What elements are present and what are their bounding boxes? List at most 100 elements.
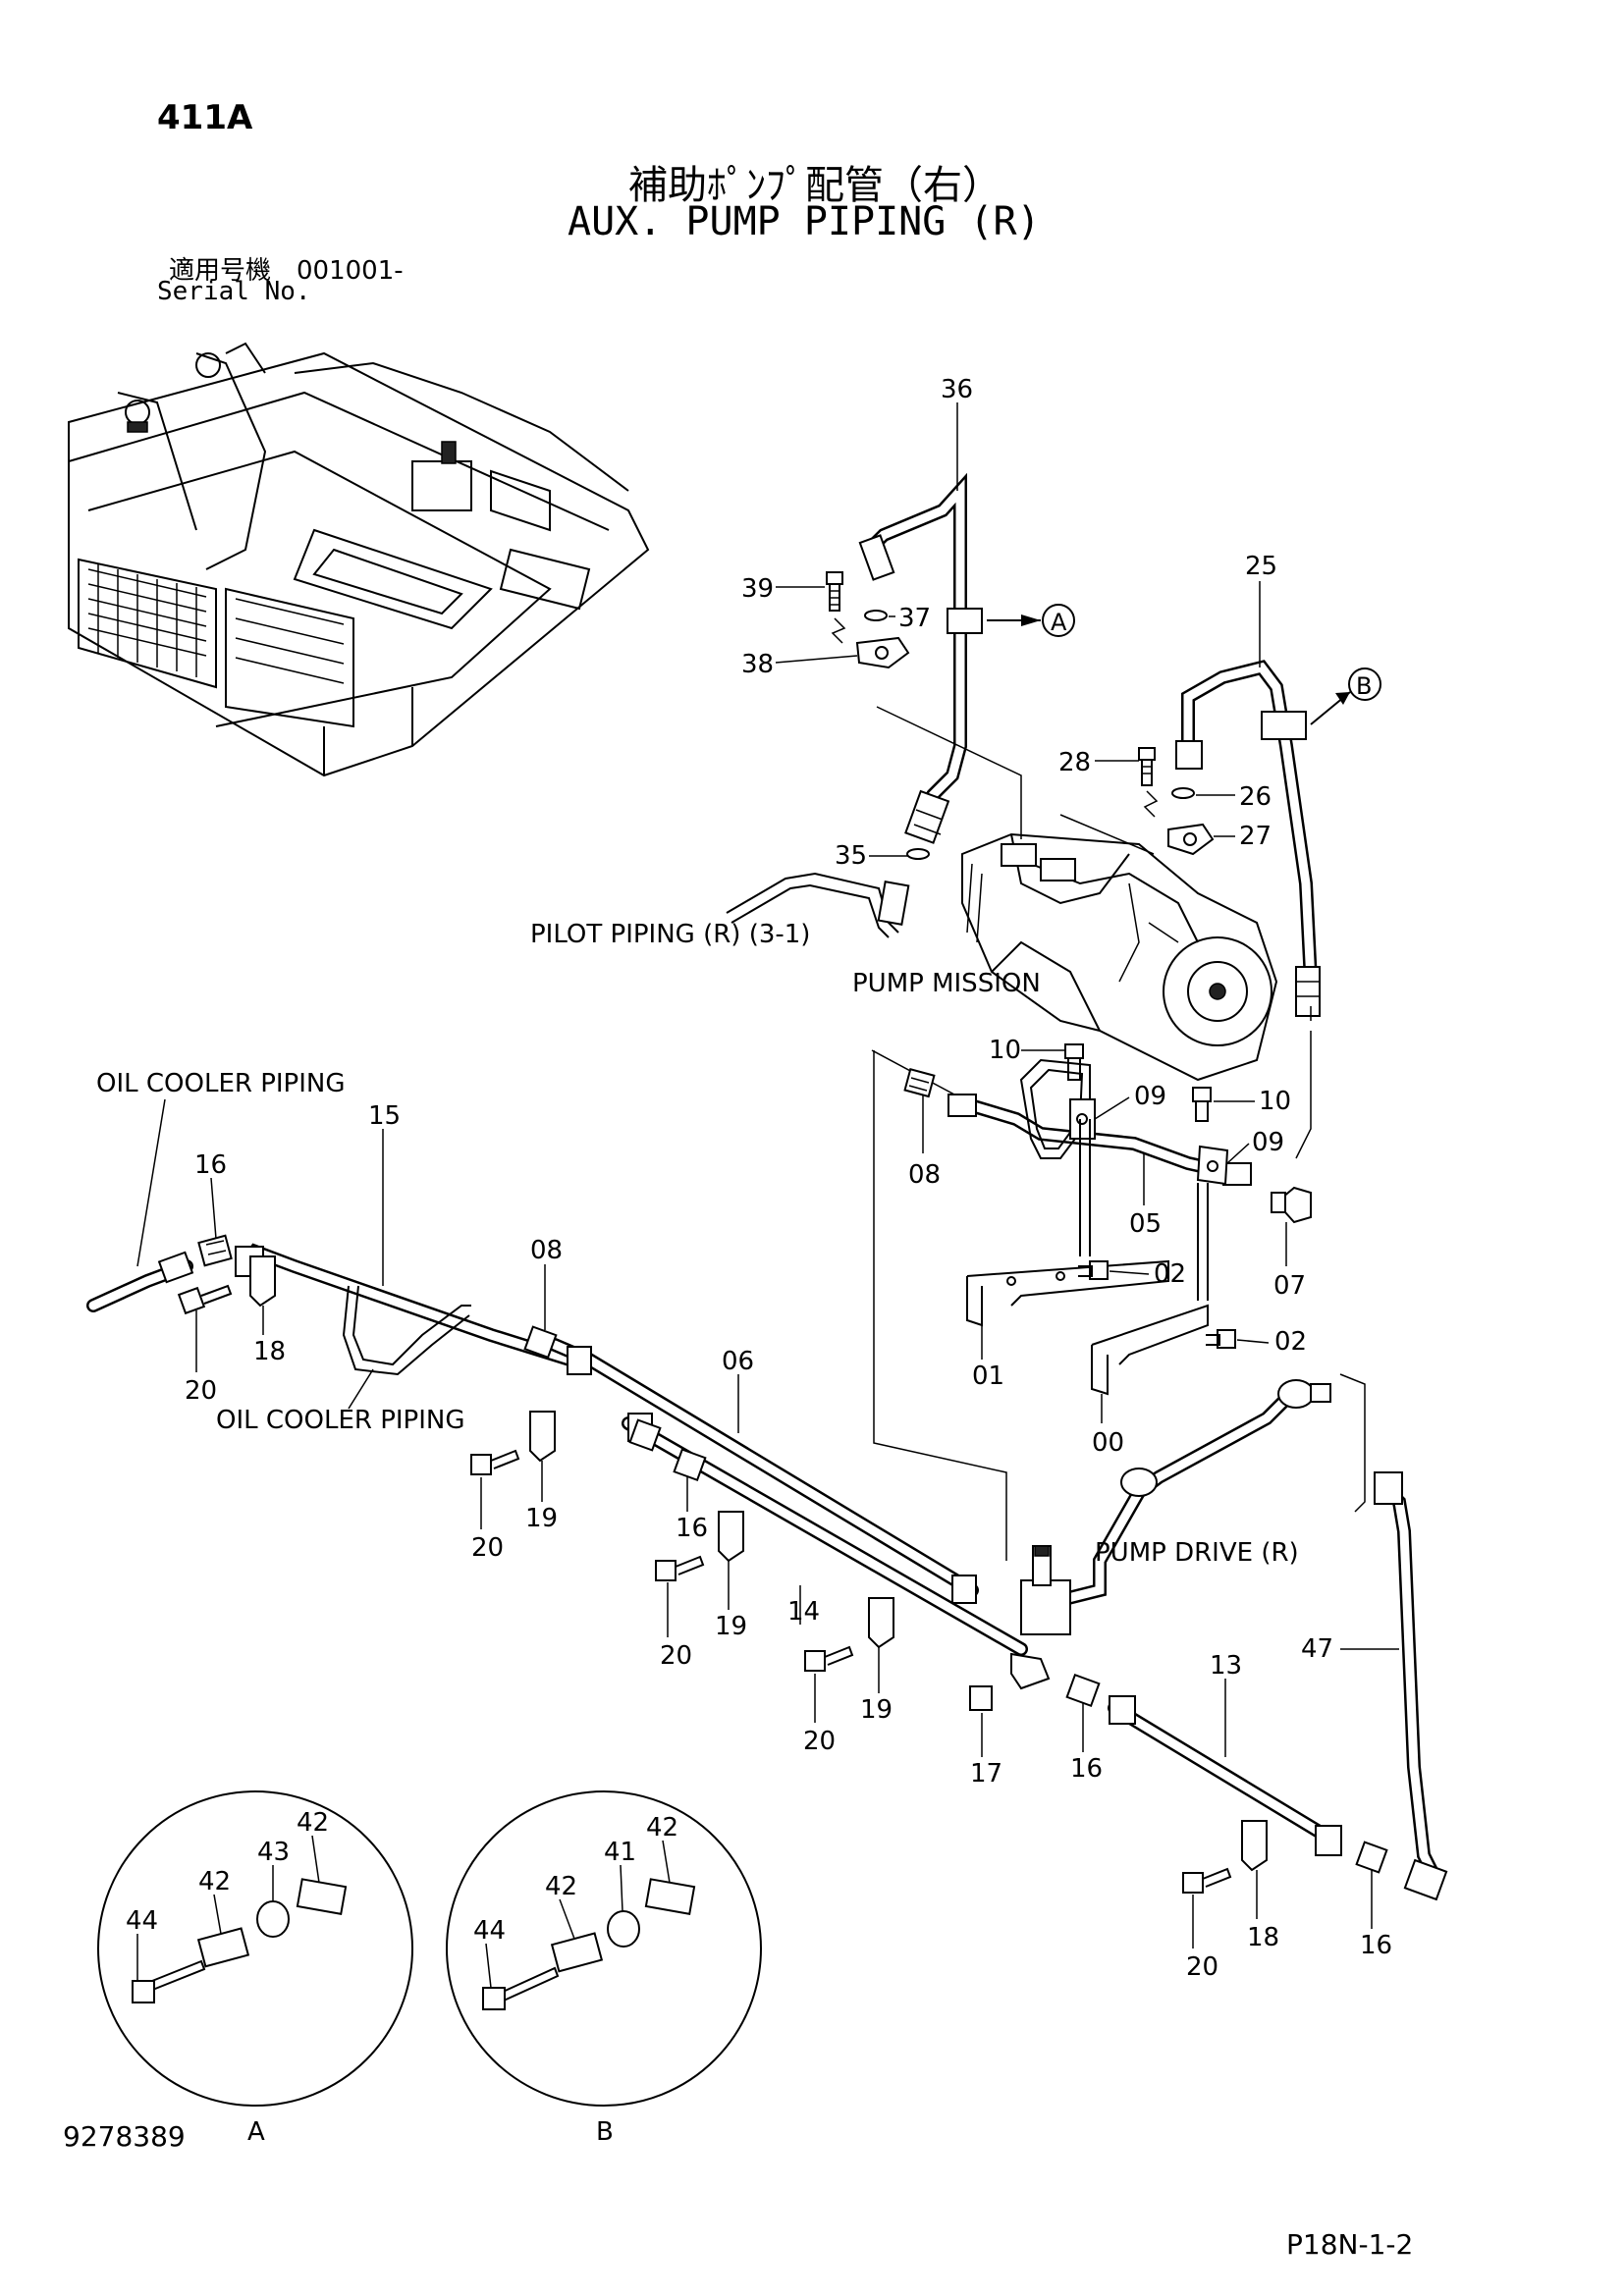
pn-19c: 19 — [860, 1695, 893, 1725]
pn-a42b: 42 — [297, 1808, 329, 1838]
fitting-16-mid — [628, 1418, 707, 1482]
detail-a — [97, 1790, 413, 2107]
pn-20c: 20 — [660, 1641, 692, 1671]
pn-09a: 09 — [1134, 1082, 1166, 1111]
part-number-labels: 36 39 37 38 25 28 26 27 35 10 10 09 09 0… — [126, 375, 1392, 1982]
pn-15: 15 — [368, 1101, 401, 1131]
pn-39: 39 — [741, 574, 774, 604]
callout-a-letter: A — [1051, 609, 1067, 636]
pn-38: 38 — [741, 650, 774, 679]
pn-01: 01 — [972, 1362, 1004, 1391]
document-number: 9278389 — [63, 2120, 186, 2153]
bolt-20-top — [177, 1284, 233, 1315]
pn-14: 14 — [787, 1597, 820, 1627]
pn-20b: 20 — [471, 1533, 504, 1563]
bolt-10-right — [1192, 1087, 1212, 1122]
pn-a42a: 42 — [198, 1867, 231, 1896]
pn-20e: 20 — [1186, 1952, 1218, 1982]
elbow-07 — [1271, 1186, 1312, 1224]
clamp-19-b — [718, 1511, 744, 1563]
clamp-19-c — [868, 1597, 894, 1649]
pn-28: 28 — [1058, 748, 1091, 777]
pump-drive — [1020, 1379, 1331, 1635]
pn-35: 35 — [835, 841, 867, 871]
pn-20a: 20 — [185, 1376, 217, 1406]
pn-08b: 08 — [530, 1236, 563, 1265]
clamp-09-left — [1069, 1098, 1096, 1140]
hose-25 — [1175, 660, 1321, 1017]
bolt-10-left — [1064, 1043, 1084, 1081]
pn-16a: 16 — [194, 1150, 227, 1180]
plug-17 — [969, 1685, 993, 1711]
o-ring-35 — [906, 848, 930, 860]
sheet-id: P18N-1-2 — [1286, 2228, 1414, 2261]
bracket-00 — [1091, 1183, 1209, 1396]
pn-07: 07 — [1273, 1271, 1306, 1301]
bolt-20-set — [470, 1449, 1232, 1894]
label-oil-cooler-piping-top: OIL COOLER PIPING — [96, 1069, 346, 1098]
hose-36 — [858, 472, 983, 844]
bolt-39-leader — [831, 617, 846, 644]
bolt-39 — [826, 571, 843, 612]
pn-b42b: 42 — [646, 1813, 678, 1842]
clamp-a-36 — [947, 608, 983, 634]
part-number-leaders — [136, 402, 1399, 1989]
title-japanese: 補助ﾎﾟﾝﾌﾟ配管（右） — [628, 163, 1001, 208]
label-pump-drive: PUMP DRIVE (R) — [1095, 1538, 1299, 1568]
pn-25: 25 — [1245, 552, 1277, 581]
pn-a43: 43 — [257, 1838, 290, 1867]
pn-13: 13 — [1210, 1651, 1242, 1681]
pn-17: 17 — [970, 1759, 1002, 1789]
pilot-piping — [726, 848, 930, 938]
fitting-16-top-left — [197, 1234, 233, 1267]
pn-37: 37 — [898, 604, 931, 633]
pn-b42a: 42 — [545, 1872, 577, 1901]
detail-b — [446, 1790, 762, 2107]
component-labels: PILOT PIPING (R) (3-1) PUMP MISSION OIL … — [96, 920, 1299, 2147]
clamp-09-right — [1196, 1145, 1229, 1186]
callout-b-letter: B — [1356, 672, 1372, 700]
label-oil-cooler-piping-mid: OIL COOLER PIPING — [216, 1406, 465, 1435]
callout-a: A — [987, 604, 1075, 637]
bolt-02-upper — [1078, 1260, 1109, 1280]
page-code: 411A — [157, 98, 253, 137]
pn-26: 26 — [1239, 782, 1272, 812]
pn-09b: 09 — [1252, 1128, 1284, 1157]
pn-06: 06 — [722, 1347, 754, 1376]
label-pump-mission: PUMP MISSION — [852, 969, 1041, 998]
clamp-18-lower — [1241, 1820, 1268, 1872]
pn-02a: 02 — [1154, 1259, 1186, 1289]
o-ring-26 — [1171, 787, 1195, 799]
pn-19a: 19 — [525, 1504, 558, 1533]
clamp-19-a — [529, 1411, 556, 1463]
pn-16c: 16 — [1070, 1754, 1103, 1784]
pn-b41: 41 — [604, 1838, 636, 1867]
label-pilot-piping: PILOT PIPING (R) (3-1) — [530, 920, 810, 949]
clamp-18-top — [249, 1255, 276, 1308]
fitting-16-lower — [1065, 1673, 1101, 1708]
title-english: AUX. PUMP PIPING (R) — [568, 199, 1041, 244]
bolt-02-lower — [1206, 1329, 1236, 1349]
serial-label-japanese: 適用号機 001001- — [169, 256, 404, 286]
machine-frame-overview — [68, 342, 650, 777]
pn-18b: 18 — [1247, 1923, 1279, 1952]
pn-47: 47 — [1301, 1634, 1333, 1664]
pn-36: 36 — [941, 375, 973, 404]
serial-label-english: Serial No. — [157, 277, 311, 306]
reference-lines — [871, 706, 1366, 1561]
pn-a44: 44 — [126, 1906, 158, 1936]
pn-19b: 19 — [715, 1612, 747, 1641]
pn-10b: 10 — [1259, 1087, 1291, 1116]
fitting-08-upper — [903, 1068, 936, 1098]
hose-47 — [1374, 1471, 1448, 1901]
fitting-16-right — [1355, 1841, 1388, 1874]
pn-27: 27 — [1239, 822, 1272, 851]
pn-18a: 18 — [253, 1337, 286, 1366]
pn-02b: 02 — [1274, 1327, 1307, 1357]
flange-38 — [855, 636, 910, 669]
label-detail-b: B — [596, 2117, 614, 2147]
flange-27 — [1167, 823, 1215, 856]
pn-00: 00 — [1092, 1428, 1124, 1458]
pipe-06 — [548, 1338, 979, 1604]
